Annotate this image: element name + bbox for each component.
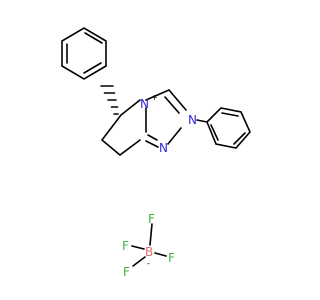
bond-b-f-top [149, 223, 153, 246]
bond-n2-phenyl [196, 119, 208, 123]
bond-n4-c3 [145, 89, 170, 101]
phenyl-top-double-bond [84, 32, 103, 44]
phenyl-right-double-bond [210, 124, 219, 141]
atom-label-fluorine-bottom-left: F [123, 265, 130, 279]
bond-n2-n1 [167, 127, 182, 145]
bond-c5-n4 [120, 99, 141, 116]
bond-c5-c6 [101, 114, 122, 141]
molecule-canvas: N + N N B - F F F F [61, 27, 251, 279]
phenyl-right-double-bond [221, 112, 239, 117]
bond-b-f-bottom-left [132, 256, 146, 267]
atom-charge-boron: - [147, 259, 150, 268]
bond-c6-c7 [101, 139, 121, 156]
phenyl-top-double-bond [83, 62, 102, 74]
bond-c7-c7a [119, 139, 141, 156]
bond-n1-c7a [145, 140, 159, 148]
triazolium-ring [145, 89, 187, 148]
bond-n1-c7a-double [147, 134, 158, 141]
tetrafluoroborate-anion: B - F F F F [122, 212, 175, 279]
atom-charge-n4: + [151, 93, 158, 102]
atom-label-fluorine-top: F [148, 212, 155, 226]
bond-b-f-left [131, 245, 145, 250]
bond-c3-n2-double [164, 96, 180, 114]
atom-label-fluorine-right: F [168, 251, 175, 265]
pyrrolidine-ring [101, 99, 141, 156]
bond-c3-n2 [168, 89, 187, 111]
atom-label-n4: N [140, 97, 149, 111]
phenyl-right-ring-bonds [206, 107, 251, 149]
atom-label-n1: N [159, 141, 168, 155]
phenyl-top-ring-bonds [61, 27, 107, 80]
hashed-wedge-bond [100, 85, 119, 115]
atom-label-boron: B [145, 245, 153, 259]
bond-b-f-right [154, 252, 167, 257]
phenyl-right-double-bond [233, 132, 246, 145]
phenyl-ring-right [206, 107, 251, 149]
atom-label-fluorine-left: F [122, 239, 129, 253]
structure-drawing: N + N N B - F F F F [61, 27, 251, 279]
atom-label-n2: N [188, 113, 197, 127]
phenyl-ring-top [61, 27, 107, 80]
